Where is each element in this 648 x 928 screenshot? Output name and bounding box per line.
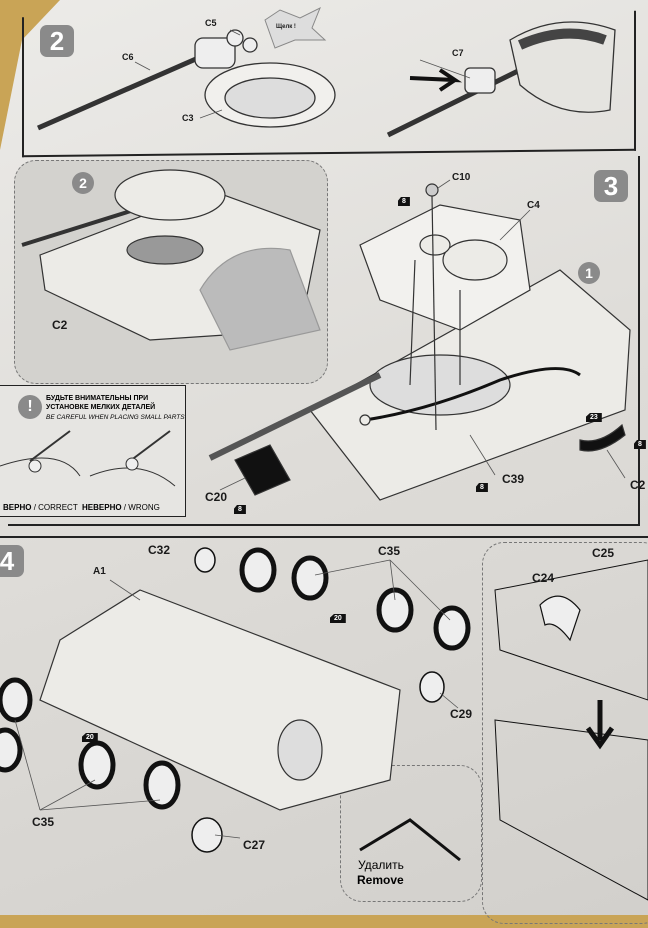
warning-title-en: BE CAREFUL WHEN PLACING SMALL PARTS [46,414,185,421]
step-3-panel [8,156,640,526]
wrong-label: НЕВЕРНО / WRONG [82,503,160,512]
paint-badge: 20 [330,614,346,623]
warning-box: ! БУДЬТЕ ВНИМАТЕЛЬНЫ ПРИ УСТАНОВКЕ МЕЛКИ… [0,385,186,517]
warning-title-ru: БУДЬТЕ ВНИМАТЕЛЬНЫ ПРИ УСТАНОВКЕ МЕЛКИХ … [46,395,156,411]
tweezers-illustration [0,430,176,487]
label-c4: C4 [527,200,540,211]
label-c10: C10 [452,172,471,183]
label-c32: C32 [148,543,171,557]
label-c20: C20 [205,490,228,504]
label-a1: A1 [93,566,106,577]
label-c6: C6 [122,52,134,62]
step-2-drawing [36,6,616,138]
label-c35-top: C35 [378,544,401,558]
label-c21: C2 [630,478,646,492]
hull-1-ref: 1 [578,262,600,284]
paint-badge: 8 [398,197,410,206]
step-3-number: 3 [594,170,628,202]
label-c7: C7 [452,48,464,58]
step-4-number: 4 [0,545,24,577]
label-c25: C25 [592,546,615,560]
label-c5: C5 [205,18,217,28]
remove-label-ru: Удалить [358,858,404,872]
paint-badge: 8 [234,505,246,514]
step-4-panel [0,536,648,928]
label-c27: C27 [243,838,266,852]
correct-label: ВЕРНО / CORRECT [3,503,78,512]
paint-badge: 20 [82,733,98,742]
click-callout: Щелк ! [276,24,296,30]
paint-badge: 8 [634,440,646,449]
remove-label-en: Remove [357,873,404,887]
paint-badge: 23 [586,413,602,422]
step-2-number: 2 [40,25,74,57]
label-c39: C39 [502,472,525,486]
paint-badge: 8 [476,483,488,492]
exclamation-icon: ! [18,395,42,419]
subassembly-2-ref: 2 [72,172,94,194]
label-c24: C24 [532,571,555,585]
remove-detail-box [340,765,482,902]
step-3-drawing [21,169,631,501]
label-c29: C29 [450,707,473,721]
label-c2: C2 [52,318,68,332]
label-c35-bottom: C35 [32,815,55,829]
label-c3: C3 [182,113,194,123]
